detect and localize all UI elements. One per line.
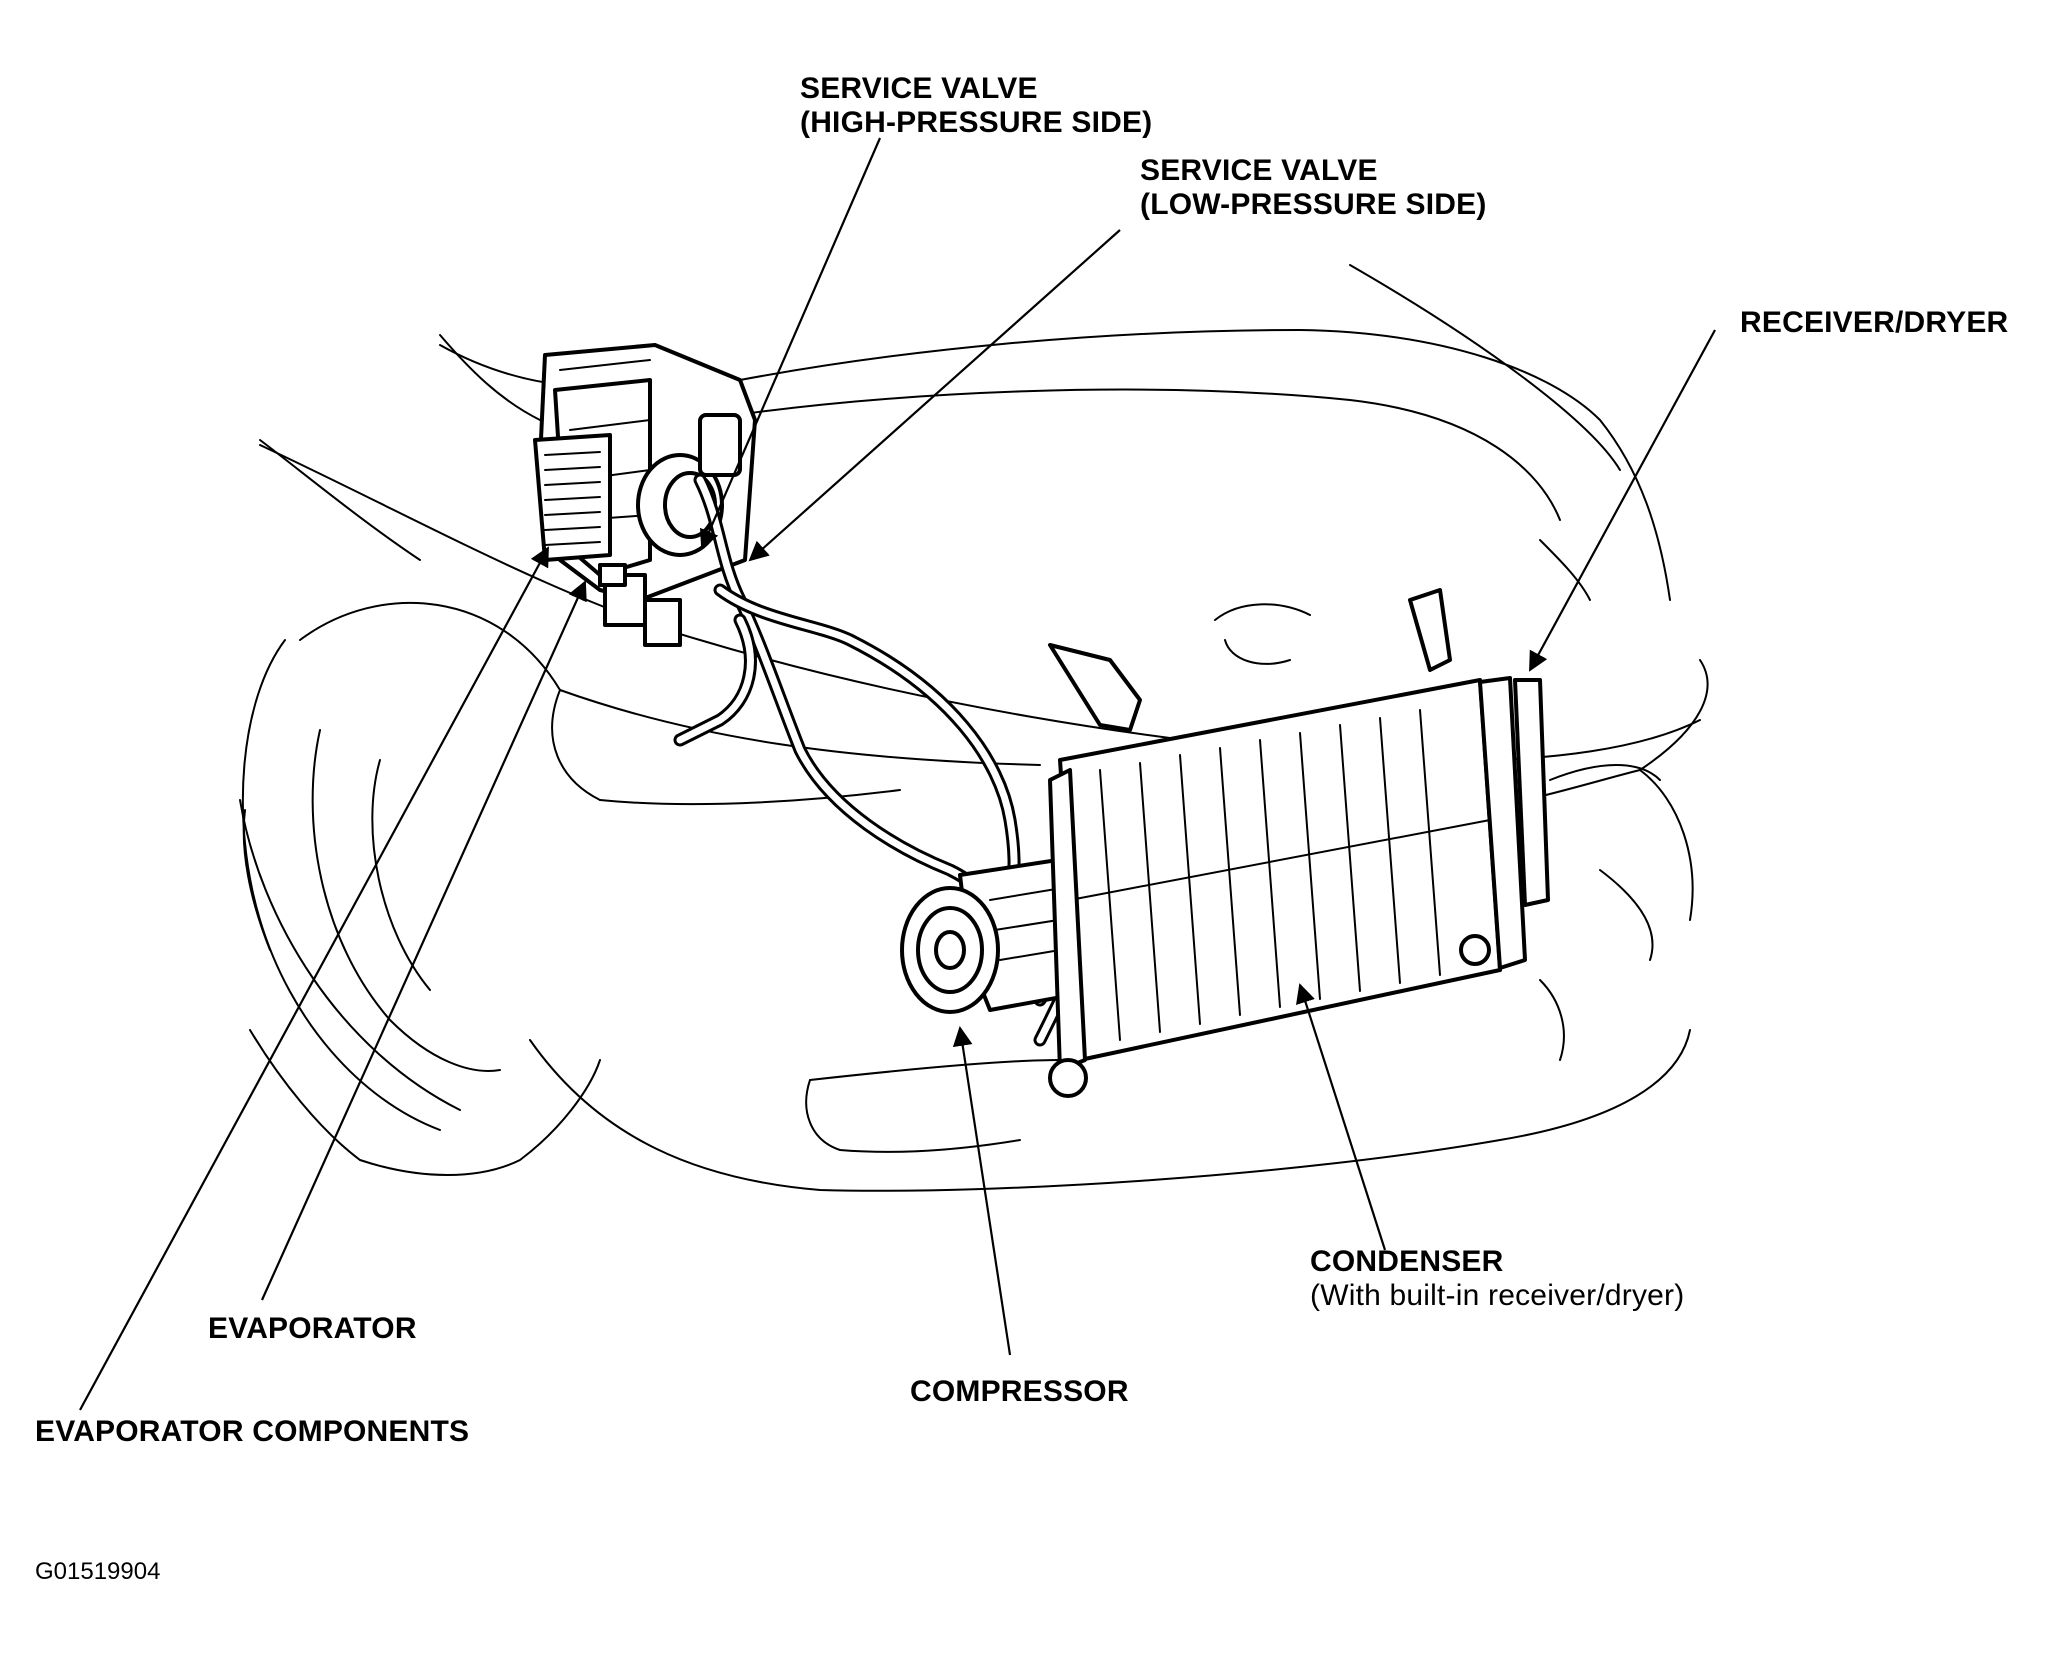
- label-service-valve-high-line1: SERVICE VALVE: [800, 72, 1038, 105]
- figure-code: G01519904: [35, 1558, 161, 1585]
- label-evaporator: EVAPORATOR: [208, 1312, 417, 1345]
- label-service-valve-low: SERVICE VALVE (LOW-PRESSURE SIDE): [1140, 154, 1487, 222]
- label-receiver-dryer: RECEIVER/DRYER: [1740, 306, 2009, 339]
- label-condenser: CONDENSER (With built-in receiver/dryer): [1310, 1245, 1684, 1313]
- label-service-valve-low-line1: SERVICE VALVE: [1140, 154, 1378, 187]
- label-service-valve-low-line2: (LOW-PRESSURE SIDE): [1140, 188, 1487, 221]
- condenser: [1048, 588, 1550, 1098]
- evaporator-unit: [533, 343, 757, 647]
- leader-lines: [79, 137, 1716, 1411]
- label-condenser-note: (With built-in receiver/dryer): [1310, 1279, 1685, 1312]
- label-condenser-title: CONDENSER: [1310, 1245, 1504, 1278]
- label-evaporator-components: EVAPORATOR COMPONENTS: [35, 1415, 470, 1448]
- label-service-valve-high: SERVICE VALVE (HIGH-PRESSURE SIDE): [800, 72, 1152, 140]
- label-service-valve-high-line2: (HIGH-PRESSURE SIDE): [800, 106, 1153, 139]
- label-compressor: COMPRESSOR: [910, 1375, 1129, 1408]
